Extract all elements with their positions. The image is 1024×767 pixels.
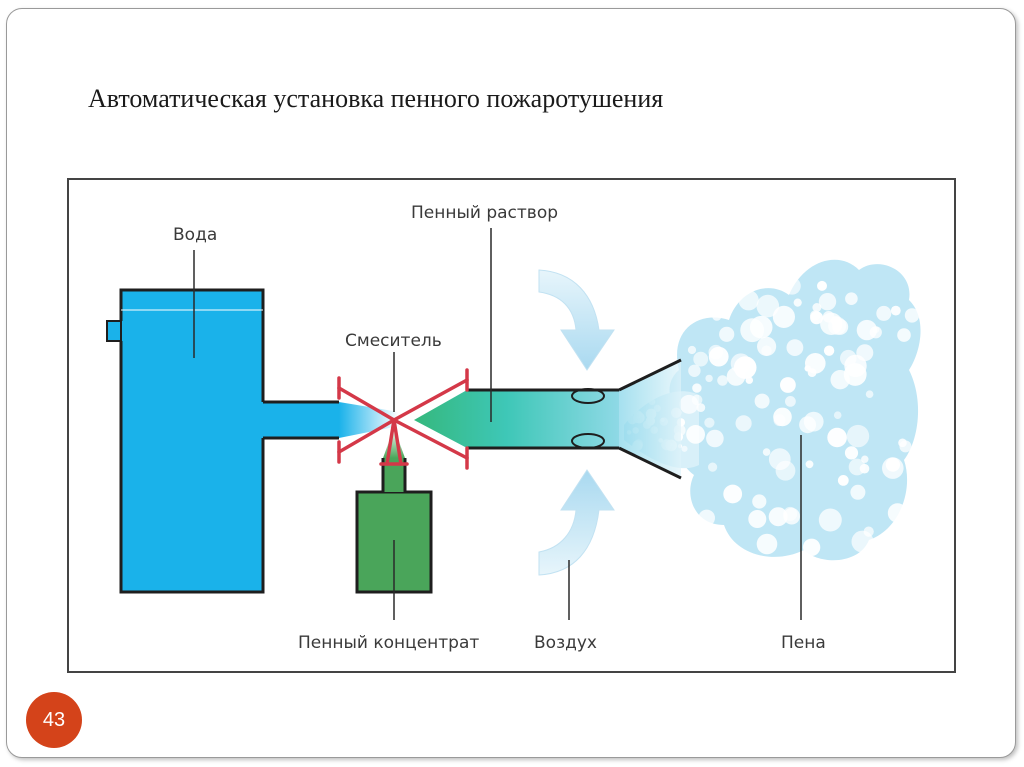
foam-bubble xyxy=(772,305,796,328)
foam-bubble xyxy=(698,534,714,551)
foam-bubble xyxy=(705,374,713,383)
foam-bubble xyxy=(712,311,722,321)
foam-bubble xyxy=(818,293,837,311)
foam-bubble xyxy=(856,344,874,362)
label-mixer: Смеситель xyxy=(345,331,442,351)
foam-bubble xyxy=(708,462,718,472)
foam-bubble xyxy=(856,319,878,341)
foam-bubble xyxy=(812,303,822,312)
foam-bubble xyxy=(719,326,735,342)
foam-bubble xyxy=(805,353,826,374)
foam-bubble xyxy=(706,429,724,448)
foam-bubble xyxy=(693,351,709,367)
foam-bubble xyxy=(844,446,859,460)
foam-bubble xyxy=(840,349,857,367)
foam-bubble xyxy=(762,448,771,456)
foam-bubble xyxy=(876,305,892,321)
label-foam: Пена xyxy=(781,633,826,653)
foam-bubble xyxy=(818,508,842,532)
foam-bubble xyxy=(890,305,901,316)
foam-bubble xyxy=(882,457,904,479)
foam-bubble xyxy=(698,509,715,527)
foam-bubble xyxy=(752,494,767,509)
foam-bubble xyxy=(845,292,858,305)
foam-bubble xyxy=(780,377,796,393)
label-air: Воздух xyxy=(534,633,597,653)
diagram-canvas: Вода Пенный раствор Смеситель Пенный кон… xyxy=(106,203,921,653)
foam-bubble xyxy=(768,507,788,527)
label-foam-concentrate: Пенный концентрат xyxy=(298,633,479,653)
foam-bubble xyxy=(756,533,778,555)
foam-bubble xyxy=(723,484,743,504)
foam-bubble xyxy=(833,411,842,419)
foam-bubble xyxy=(898,438,907,448)
foam-bubble xyxy=(761,345,772,356)
foam-bubble xyxy=(817,280,827,291)
foam-bubble xyxy=(681,301,699,320)
foam-bubble xyxy=(681,445,688,452)
foam-bubble xyxy=(704,417,715,428)
foam-bubble xyxy=(783,277,801,295)
mixer xyxy=(337,368,469,470)
foam-bubble xyxy=(805,460,814,469)
foam-solution-pipe xyxy=(414,358,682,480)
foam-bubble xyxy=(802,538,821,556)
foam-bubble xyxy=(904,308,920,323)
foam-bubble xyxy=(887,503,908,523)
foam-bubble xyxy=(773,414,786,427)
foam-system-diagram: Вода Пенный раствор Смеситель Пенный кон… xyxy=(67,178,956,673)
page-number-badge: 43 xyxy=(26,692,82,748)
foam-bubble xyxy=(830,370,850,390)
foam-bubble xyxy=(688,364,701,377)
foam-bubble xyxy=(756,294,780,318)
foam-bubble xyxy=(691,394,703,406)
foam-bubble xyxy=(754,393,770,409)
air-arrow-bottom-icon xyxy=(538,469,615,576)
foam-bubble xyxy=(785,396,796,407)
slide-title: Автоматическая установка пенного пожарот… xyxy=(88,84,664,113)
foam-bubble xyxy=(793,298,802,307)
foam-bubble xyxy=(686,425,705,444)
label-water: Вода xyxy=(173,225,217,245)
foam-bubble xyxy=(696,403,706,412)
foam-bubble xyxy=(749,315,773,339)
leader-lines xyxy=(193,228,802,620)
water-tank xyxy=(106,288,339,594)
foam-bubble xyxy=(692,383,702,393)
foam-bubble xyxy=(897,328,911,342)
foam-bubble xyxy=(748,510,767,528)
foam-bubble xyxy=(803,411,824,432)
foam-bubble xyxy=(837,475,849,486)
foam-bubble xyxy=(823,345,835,356)
foam-bubble xyxy=(851,530,874,553)
foam-bubble xyxy=(850,484,866,500)
foam-bubble xyxy=(865,390,874,398)
foam-bubble xyxy=(687,345,697,355)
foam-bubble xyxy=(810,311,824,325)
foam-bubble xyxy=(708,344,724,360)
label-foam-solution: Пенный раствор xyxy=(411,203,558,223)
foam-bubble xyxy=(848,458,866,476)
foam-bubble xyxy=(687,286,698,297)
foam-bubble xyxy=(738,290,759,311)
water-jet xyxy=(339,402,399,438)
foam-bubble xyxy=(716,275,738,297)
foam-bubble xyxy=(726,367,746,386)
air-arrow-top-icon xyxy=(538,269,615,371)
foam-bubble xyxy=(768,448,791,471)
foam-cloud xyxy=(624,259,921,561)
foam-bubble xyxy=(717,375,728,386)
foam-bubble xyxy=(822,311,835,323)
foam-bubble xyxy=(846,424,870,448)
foam-bubble xyxy=(786,339,804,356)
foam-bubble xyxy=(827,427,847,448)
foam-bubble xyxy=(735,415,752,432)
